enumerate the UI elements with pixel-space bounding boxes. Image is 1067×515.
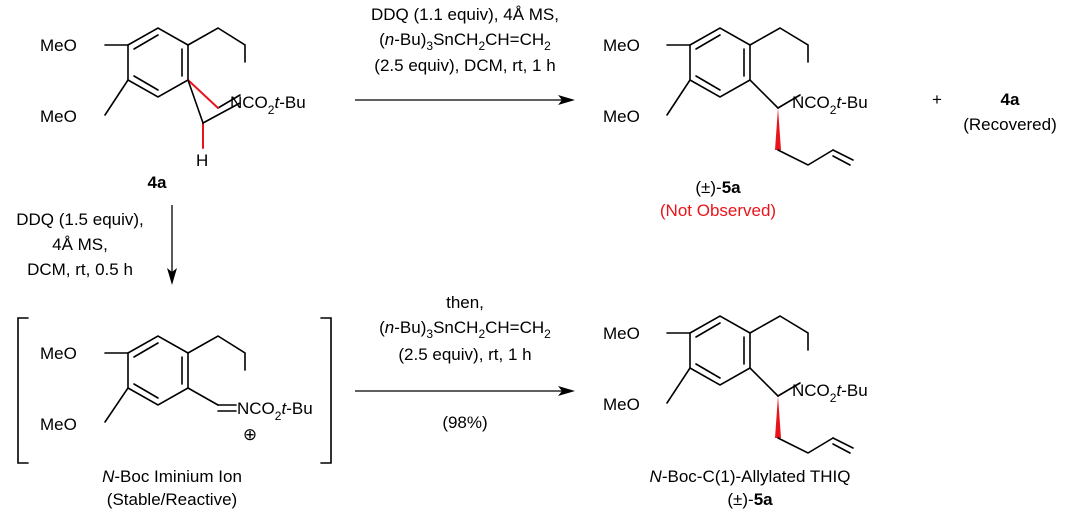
iminium-structure [104,335,246,423]
top-conditions-line3: (2.5 equiv), DCM, rt, 1 h [374,56,555,75]
iminium-name: N-Boc Iminium Ion [102,467,242,486]
bottom-conditions-line2: (n-Bu)3SnCH2CH=CH2 [379,318,551,341]
substrate-compound-id: 4a [148,173,167,192]
iminium-meo-top: MeO [40,344,77,363]
left-bracket [17,317,29,464]
iminium-charge: ⊕ [243,425,257,444]
iminium-note: (Stable/Reactive) [107,490,237,509]
product-top-meo-top: MeO [603,36,640,55]
substrate-4a-structure [104,27,246,149]
top-conditions-line2: (n-Bu)3SnCH2CH=CH2 [379,30,551,53]
product-top-meo-bottom: MeO [603,107,640,126]
product-bottom-meo-bottom: MeO [603,395,640,414]
bottom-conditions-line1: then, [446,293,484,312]
iminium-meo-bottom: MeO [40,415,77,434]
product-bottom-id: (±)-5a [727,490,773,509]
yield-label: (98%) [442,413,487,432]
product-bottom-meo-top: MeO [603,324,640,343]
down-conditions-line2: 4Å MS, [52,235,108,254]
recovered-note: (Recovered) [963,115,1057,134]
substrate-n-group: NCO2t-Bu [230,93,306,117]
right-bracket [320,317,332,464]
product-bottom-structure [666,315,854,454]
down-arrow-head [167,268,177,285]
product-bottom-n-group: NCO2t-Bu [792,381,868,405]
down-conditions-line1: DDQ (1.5 equiv), [16,210,144,229]
not-observed-label: (Not Observed) [660,201,776,220]
substrate-meo-bottom: MeO [40,107,77,126]
product-top-id: (±)-5a [695,178,741,197]
product-top-n-group: NCO2t-Bu [792,93,868,117]
down-conditions-line3: DCM, rt, 0.5 h [27,260,133,279]
substrate-meo-top: MeO [40,36,77,55]
top-arrow-head [558,95,575,105]
product-top-structure [666,27,854,166]
top-conditions-line1: DDQ (1.1 equiv), 4Å MS, [371,5,559,24]
product-bottom-name: N-Boc-C(1)-Allylated THIQ [650,467,851,486]
iminium-n-group: NCO2t-Bu [237,399,313,423]
plus-sign: + [932,90,942,109]
recovered-compound-id: 4a [1001,90,1020,109]
bottom-arrow-head [558,386,575,396]
substrate-h-label: H [196,151,208,170]
bottom-conditions-line3: (2.5 equiv), rt, 1 h [398,345,531,364]
